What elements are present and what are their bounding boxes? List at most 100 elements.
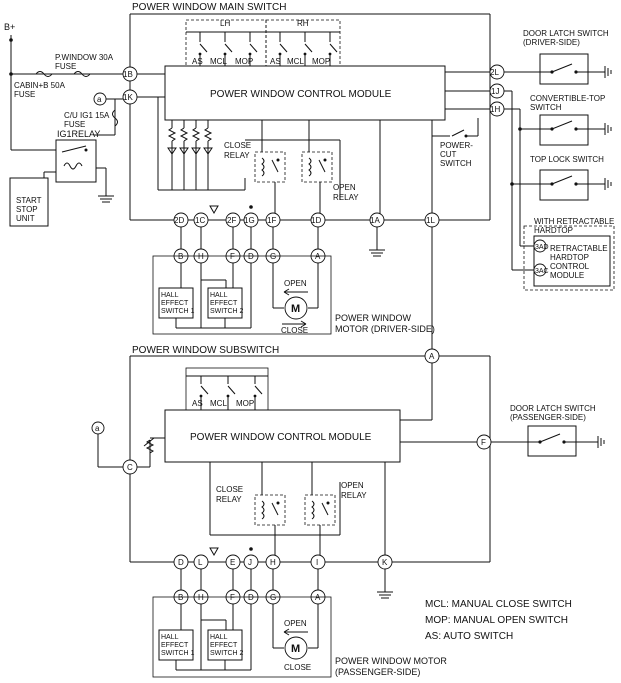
retractable-module-label-3: CONTROL: [550, 262, 590, 271]
ig1-relay: [55, 139, 97, 183]
sub-terminal-i: I: [316, 558, 318, 567]
terminal-2d: 2D: [174, 216, 184, 225]
lh-mcl-label: MCL: [210, 57, 227, 66]
main-close-relay-label-2: RELAY: [224, 151, 250, 160]
terminal-1f: 1F: [267, 216, 276, 225]
door-latch-passenger-label-2: (PASSENGER-SIDE): [510, 413, 586, 422]
door-latch-passenger-label-1: DOOR LATCH SWITCH: [510, 404, 596, 413]
main-open-relay: [301, 151, 333, 183]
cu-fuse-label-1: C/U IG1 15A: [64, 111, 110, 120]
terminal-1j: 1J: [491, 87, 499, 96]
sub-terminal-k: K: [382, 558, 388, 567]
terminal-1k: 1K: [123, 93, 133, 102]
rh-mcl-label: MCL: [287, 57, 304, 66]
sub-control-module: [164, 409, 401, 463]
pass-terminal-a: A: [315, 593, 321, 602]
driver-open-label: OPEN: [284, 279, 307, 288]
main-close-relay: [254, 151, 286, 183]
sub-as-label: AS: [192, 399, 203, 408]
sub-bottom-terminals: D L E J H I K: [173, 547, 393, 599]
group-rh-label: RH: [297, 19, 309, 28]
driver-hall1-label-1: HALL: [161, 292, 179, 299]
pass-terminal-g: G: [270, 593, 276, 602]
driver-hall1-label-3: SWITCH 1: [161, 308, 195, 315]
main-control-module: [164, 65, 446, 121]
door-latch-driver-label-2: (DRIVER-SIDE): [523, 38, 580, 47]
terminal-1a: 1A: [370, 216, 380, 225]
legend-mcl: MCL: MANUAL CLOSE SWITCH: [425, 599, 572, 610]
top-lock-switch: [539, 169, 589, 201]
sub-shield-marker-icon: [209, 547, 219, 557]
pass-motor-label: M: [291, 643, 300, 655]
pwindow-fuse-icon: [73, 71, 91, 77]
terminal-2l: 2L: [490, 68, 499, 77]
ig1-relay-label: IG1RELAY: [57, 129, 100, 139]
terminal-1b: 1B: [123, 70, 133, 79]
sub-terminal-a: A: [429, 352, 435, 361]
lh-as-label: AS: [192, 57, 203, 66]
convertible-top-switch: [539, 114, 589, 146]
driver-hall-switch-1: [158, 287, 194, 319]
main-open-relay-label-1: OPEN: [333, 183, 356, 192]
rh-switches: AS MCL MOP: [270, 32, 338, 66]
pass-terminal-b: B: [178, 593, 183, 602]
passenger-motor: B H F D G A HALL EFFECT SWITCH 1 HALL EF…: [152, 569, 447, 678]
sub-terminal-l: L: [198, 558, 203, 567]
sub-terminal-e: E: [230, 558, 235, 567]
door-latch-passenger-switch: [527, 425, 577, 457]
driver-hall2-label-2: EFFECT: [210, 300, 238, 307]
start-stop-unit: [9, 177, 49, 227]
pass-hall1-label-2: EFFECT: [161, 642, 189, 649]
terminal-1h: 1H: [490, 105, 500, 114]
pass-hall2-label-3: SWITCH 2: [210, 650, 244, 657]
driver-hall1-label-2: EFFECT: [161, 300, 189, 307]
sub-open-relay: [304, 494, 336, 526]
driver-terminal-b: B: [178, 252, 183, 261]
driver-hall2-label-1: HALL: [210, 292, 228, 299]
door-latch-driver-switch: [539, 53, 589, 85]
terminal-1g: 1G: [244, 216, 255, 225]
retractable-group-label-2: HARDTOP: [534, 226, 573, 235]
pass-hall-switch-1: [158, 629, 194, 661]
rh-as-label: AS: [270, 57, 281, 66]
cabin-fuse-label-2: FUSE: [14, 90, 35, 99]
cabin-fuse-icon: [35, 71, 53, 77]
power-supply: B+ P.WINDOW 30A FUSE CABIN+B 50A FUSE a …: [4, 22, 124, 227]
lh-mop-label: MOP: [235, 57, 253, 66]
terminal-3ac: 3AC: [535, 268, 549, 275]
pwindow-fuse-label-2: FUSE: [55, 62, 76, 71]
pass-open-label: OPEN: [284, 619, 307, 628]
terminal-2f: 2F: [227, 216, 236, 225]
driver-terminal-d: D: [248, 252, 254, 261]
sub-terminal-j: J: [248, 558, 252, 567]
sub-splice-a-label: a: [95, 424, 100, 433]
legend-as: AS: AUTO SWITCH: [425, 631, 513, 642]
power-cut-label-3: SWITCH: [440, 159, 472, 168]
pass-motor-title-1: POWER WINDOW MOTOR: [335, 656, 447, 666]
pass-motor-title-2: (PASSENGER-SIDE): [335, 667, 420, 677]
start-stop-label-2: STOP: [16, 205, 38, 214]
driver-terminal-h: H: [198, 252, 204, 261]
sub-terminal-d: D: [178, 558, 184, 567]
retractable-hardtop-group: [523, 225, 615, 291]
retractable-module-label-4: MODULE: [550, 271, 584, 280]
subswitch-title: POWER WINDOW SUBSWITCH: [132, 345, 279, 356]
main-switch-box: 1B 1K LH RH AS MCL MOP AS MCL MOP: [122, 13, 505, 221]
sub-mcl-label: MCL: [210, 399, 227, 408]
main-close-relay-label-1: CLOSE: [224, 141, 251, 150]
legend: MCL: MANUAL CLOSE SWITCH MOP: MANUAL OPE…: [425, 599, 572, 642]
driver-motor-icon: [284, 296, 308, 320]
terminal-1c: 1C: [195, 216, 205, 225]
group-lh-label: LH: [220, 19, 230, 28]
hall-input-resistors: [167, 120, 213, 190]
convertible-top-label-2: SWITCH: [530, 103, 562, 112]
cu-fuse-label-2: FUSE: [64, 120, 85, 129]
shield-marker-icon: [209, 205, 219, 215]
pass-terminal-h: H: [198, 593, 204, 602]
terminal-1d: 1D: [311, 216, 321, 225]
rh-mop-label: MOP: [312, 57, 330, 66]
lh-switches: AS MCL MOP: [192, 32, 258, 66]
driver-terminal-a: A: [315, 252, 321, 261]
